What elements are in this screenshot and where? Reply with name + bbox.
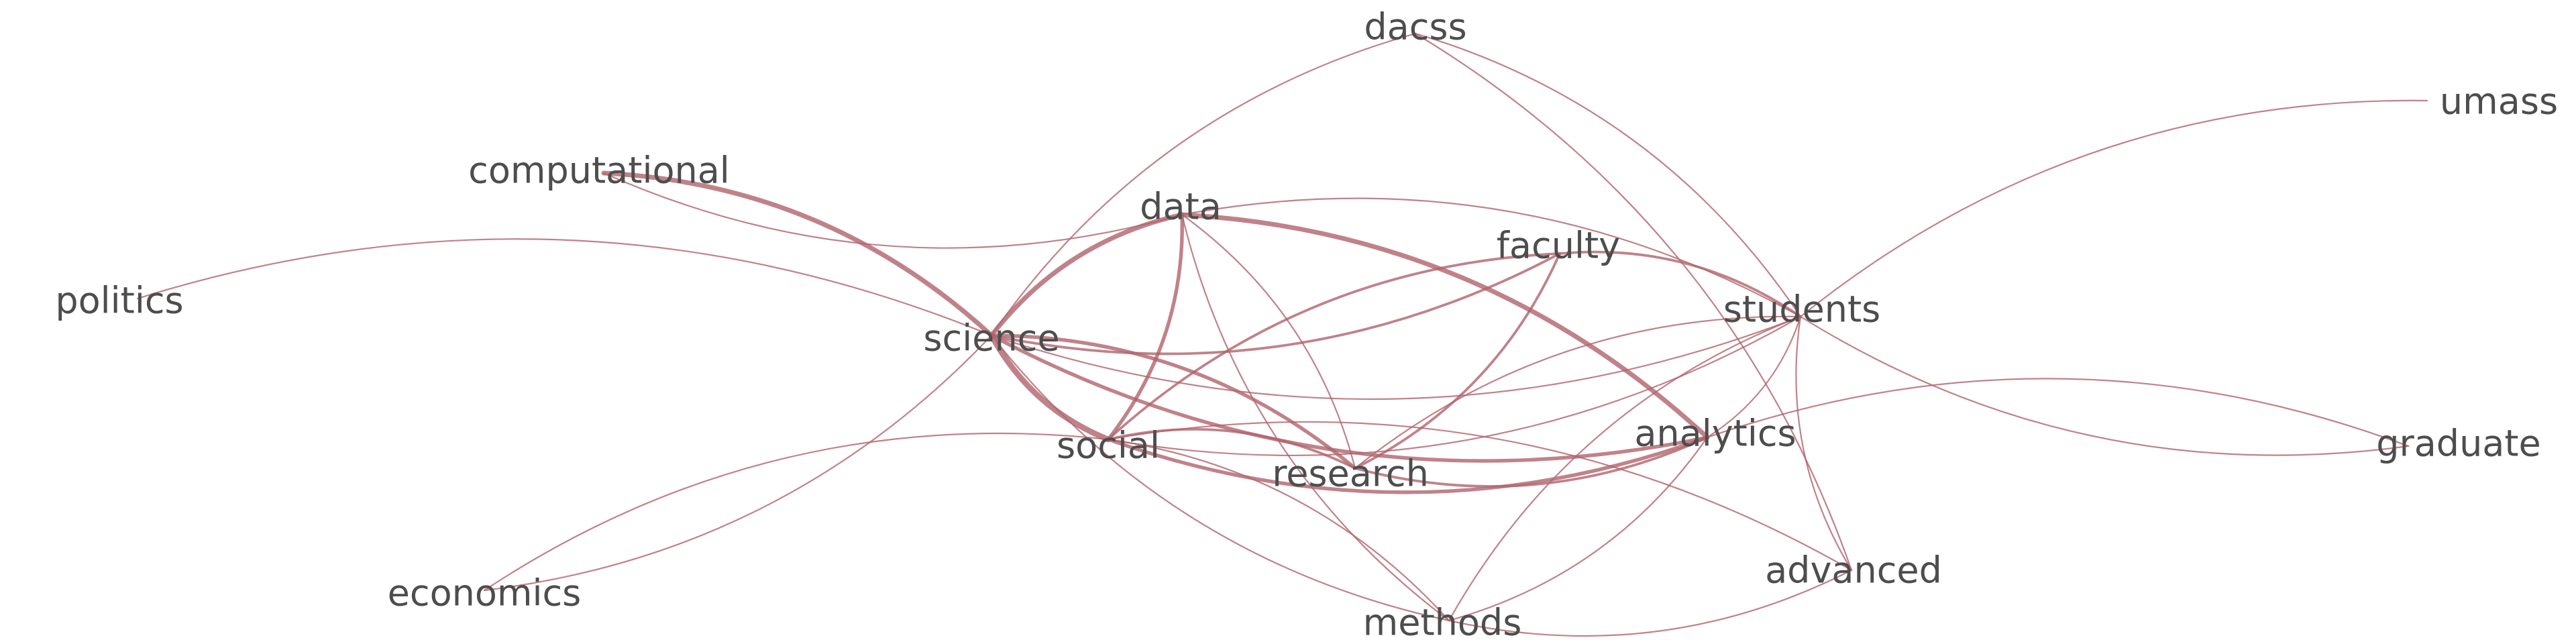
node-label-analytics: analytics	[1634, 413, 1796, 455]
edge-science-computational	[601, 170, 994, 338]
node-label-data: data	[1140, 186, 1222, 228]
node-label-methods: methods	[1363, 602, 1522, 644]
node-label-social: social	[1057, 425, 1160, 467]
node-label-economics: economics	[388, 572, 582, 614]
edge-science-faculty	[990, 252, 1561, 356]
edge-methods-data	[1181, 213, 1450, 622]
edge-economics-science	[483, 334, 993, 592]
edge-advanced-social	[1107, 421, 1853, 572]
edge-methods-science	[990, 334, 1450, 622]
edge-faculty-students	[1558, 250, 1802, 318]
edge-data-students	[1181, 197, 1802, 318]
node-label-research: research	[1272, 453, 1429, 495]
edge-dacss-advanced	[1414, 32, 1853, 572]
edge-computational-data	[602, 172, 1183, 249]
edge-data-analytics	[1179, 212, 1710, 440]
edge-research-faculty	[1354, 252, 1561, 470]
edge-social-students	[1107, 315, 1802, 456]
edge-social-research	[1107, 428, 1356, 470]
edge-science-social	[988, 332, 1112, 443]
edge-economics-social	[483, 432, 1110, 592]
edge-science-students	[990, 315, 1802, 400]
edge-dacss-science	[990, 32, 1417, 337]
edge-research-analytics	[1354, 436, 1709, 488]
edge-methods-students	[1448, 315, 1802, 622]
node-label-dacss: dacss	[1364, 6, 1466, 48]
edge-data-research	[1181, 213, 1356, 470]
node-label-faculty: faculty	[1497, 225, 1620, 267]
node-label-computational: computational	[468, 150, 730, 192]
edge-data-social	[1106, 213, 1184, 441]
edge-umass-students	[1799, 99, 2428, 318]
node-label-politics: politics	[55, 280, 183, 322]
node-label-students: students	[1723, 288, 1881, 331]
edge-methods-advanced	[1448, 569, 1853, 637]
labels-layer: dacss umass computational data faculty politi…	[55, 6, 2558, 644]
node-label-umass: umass	[2440, 80, 2558, 123]
edge-graduate-students	[1799, 315, 2410, 456]
edges-layer	[136, 32, 2428, 637]
edge-methods-analytics	[1448, 436, 1709, 622]
node-label-graduate: graduate	[2376, 423, 2541, 465]
edge-social-analytics	[1106, 435, 1709, 494]
edge-graduate-analytics	[1706, 378, 2410, 447]
edge-methods-social	[1107, 438, 1450, 622]
edge-politics-science	[136, 238, 993, 337]
edge-science-research	[989, 333, 1357, 470]
edge-analytics-students	[1706, 315, 1802, 439]
edge-social-faculty	[1107, 252, 1561, 441]
edge-advanced-students	[1795, 315, 1853, 572]
node-label-advanced: advanced	[1765, 549, 1942, 592]
edge-dacss-students	[1414, 32, 1802, 318]
node-label-science: science	[923, 317, 1059, 360]
edge-science-analytics	[989, 333, 1709, 463]
